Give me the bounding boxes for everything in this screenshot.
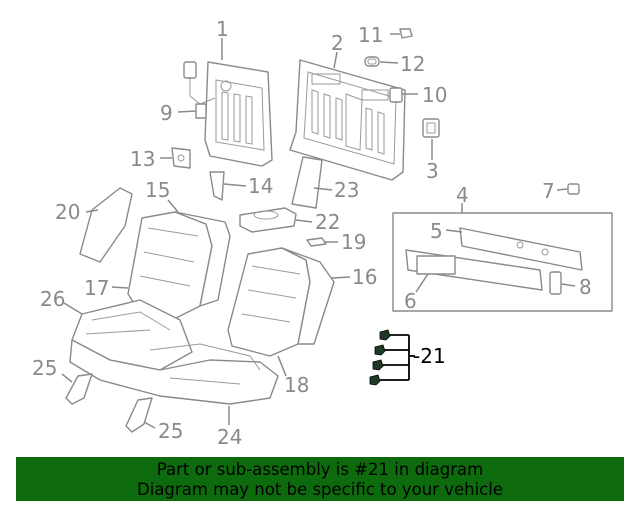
callout-13: 13 xyxy=(130,147,155,171)
part-8-bracket[interactable] xyxy=(549,271,562,295)
notice-line-1: Part or sub-assembly is #21 in diagram xyxy=(156,460,484,479)
part-9-bracket[interactable] xyxy=(195,103,207,119)
callout-17: 17 xyxy=(84,276,109,300)
callout-22: 22 xyxy=(315,210,340,234)
part-16-trim-right[interactable] xyxy=(281,247,335,345)
part-1-seatback-frame-left[interactable] xyxy=(183,61,273,167)
callout-10: 10 xyxy=(422,83,447,107)
part-10-headrest-guide[interactable] xyxy=(389,87,403,103)
part-21-clips[interactable] xyxy=(369,329,391,386)
part-4-assembly-box[interactable] xyxy=(392,212,613,312)
part-6-rail[interactable] xyxy=(405,249,543,291)
callout-26: 26 xyxy=(40,287,65,311)
leader-lines xyxy=(61,33,576,429)
part-24-seat-cushion[interactable] xyxy=(69,339,279,405)
part-13-bracket[interactable] xyxy=(171,147,191,169)
callout-labels: 1 2 3 4 5 6 7 8 9 10 11 12 13 14 15 16 1… xyxy=(32,17,592,449)
callout-12: 12 xyxy=(400,52,425,76)
parts-diagram: 1 2 3 4 5 6 7 8 9 10 11 12 13 14 15 16 1… xyxy=(32,17,613,449)
notice-banner: Part or sub-assembly is #21 in diagram D… xyxy=(16,457,624,501)
part-12-grommet[interactable] xyxy=(364,56,380,67)
callout-2: 2 xyxy=(331,31,344,55)
part-2-seatback-frame-right[interactable] xyxy=(289,59,406,181)
callout-6: 6 xyxy=(404,289,417,313)
part-20-bolster[interactable] xyxy=(79,187,133,263)
part-7-clip[interactable] xyxy=(567,183,580,195)
callout-23: 23 xyxy=(334,178,359,202)
callout-8: 8 xyxy=(579,275,592,299)
part-18-seatback-cushion-right[interactable] xyxy=(227,247,311,357)
part-3-latch-cover[interactable] xyxy=(422,118,440,138)
callout-1: 1 xyxy=(216,17,229,41)
callout-18: 18 xyxy=(284,373,309,397)
leader-21 xyxy=(380,334,415,381)
callout-7: 7 xyxy=(542,179,555,203)
callout-25b: 25 xyxy=(158,419,183,443)
part-11-clip[interactable] xyxy=(399,28,413,39)
callout-4: 4 xyxy=(456,183,469,207)
callout-5: 5 xyxy=(430,219,443,243)
callout-24: 24 xyxy=(217,425,242,449)
callout-21: -21 xyxy=(413,344,446,368)
part-5-rail[interactable] xyxy=(459,227,583,271)
callout-19: 19 xyxy=(341,230,366,254)
callout-20: 20 xyxy=(55,200,80,224)
callout-11: 11 xyxy=(358,23,383,47)
callout-9: 9 xyxy=(160,101,173,125)
part-22-armrest[interactable] xyxy=(239,207,297,233)
callout-25a: 25 xyxy=(32,356,57,380)
part-15-trim-left[interactable] xyxy=(174,211,231,307)
part-25a-trim-cover[interactable] xyxy=(65,373,93,405)
callout-16: 16 xyxy=(352,265,377,289)
part-19-pad[interactable] xyxy=(306,237,327,247)
callout-3: 3 xyxy=(426,159,439,183)
part-25b-trim-cover[interactable] xyxy=(125,397,153,433)
callout-15: 15 xyxy=(145,178,170,202)
part-14-hook[interactable] xyxy=(209,171,225,201)
notice-line-2: Diagram may not be specific to your vehi… xyxy=(137,480,503,499)
part-23-panel[interactable] xyxy=(291,156,323,209)
callout-14: 14 xyxy=(248,174,273,198)
